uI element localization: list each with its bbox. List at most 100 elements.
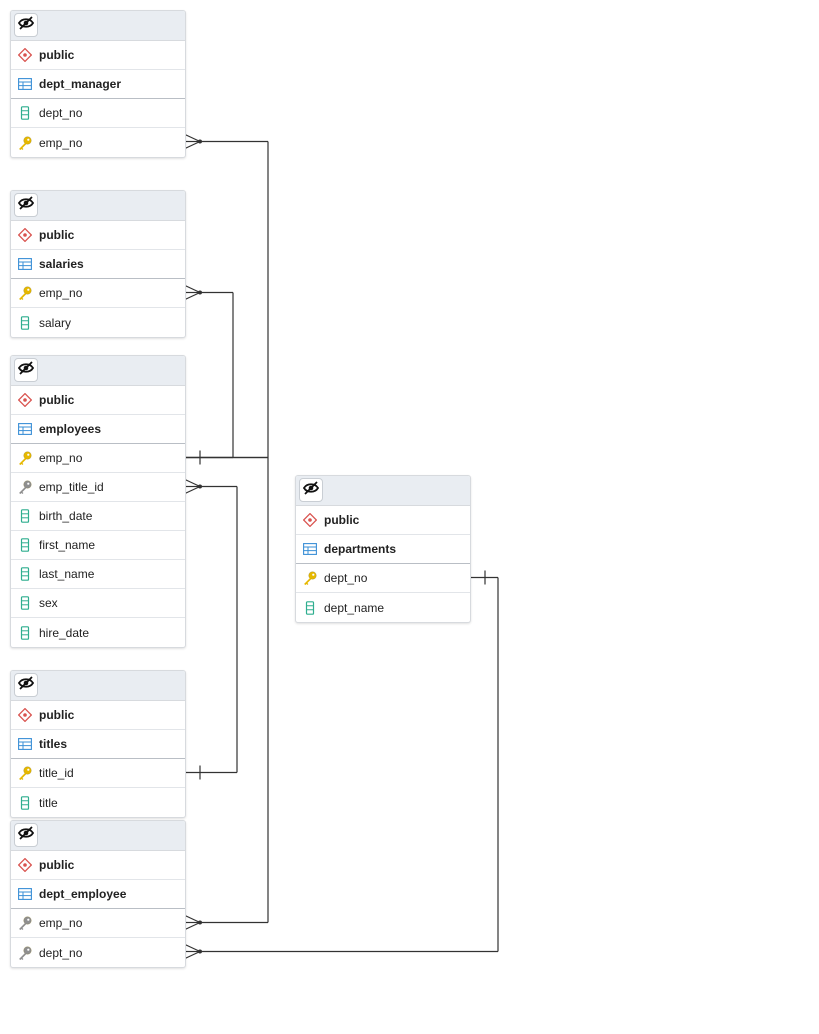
schema-icon bbox=[296, 513, 324, 527]
schema-name: public bbox=[39, 228, 75, 242]
table-name-row: employees bbox=[11, 415, 185, 444]
toggle-visibility-button[interactable] bbox=[14, 673, 38, 697]
column-name: first_name bbox=[39, 538, 96, 552]
table-node-departments[interactable]: public departments dept_no dept_name bbox=[295, 475, 471, 623]
many-end-marker bbox=[184, 284, 202, 301]
column-row-title_id[interactable]: title_id bbox=[11, 759, 185, 788]
schema-name: public bbox=[39, 48, 75, 62]
primary-key-icon bbox=[11, 285, 39, 301]
eye-off-icon bbox=[17, 825, 35, 845]
toggle-visibility-button[interactable] bbox=[14, 823, 38, 847]
column-name: dept_no bbox=[324, 571, 368, 585]
schema-name: public bbox=[39, 858, 75, 872]
column-name: emp_no bbox=[39, 916, 83, 930]
column-name: title bbox=[39, 795, 58, 810]
schema-icon bbox=[11, 228, 39, 242]
column-icon bbox=[11, 625, 39, 640]
many-end-marker bbox=[184, 914, 202, 931]
primary-key-icon bbox=[11, 765, 39, 781]
column-row-emp_title_id[interactable]: emp_title_id bbox=[11, 473, 185, 502]
table-name-row: dept_manager bbox=[11, 70, 185, 99]
column-row-hire_date[interactable]: hire_date bbox=[11, 618, 185, 647]
table-name: employees bbox=[39, 422, 102, 436]
many-end-marker bbox=[184, 943, 202, 960]
schema-row: public bbox=[11, 701, 185, 730]
table-icon bbox=[11, 738, 39, 750]
column-icon bbox=[11, 567, 39, 581]
table-icon bbox=[11, 888, 39, 900]
column-name: emp_no bbox=[39, 286, 83, 300]
table-icon bbox=[11, 78, 39, 90]
column-name: emp_no bbox=[39, 135, 83, 150]
table-node-dept_manager[interactable]: public dept_manager dept_no emp_no bbox=[10, 10, 186, 158]
table-icon bbox=[11, 423, 39, 435]
column-row-last_name[interactable]: last_name bbox=[11, 560, 185, 589]
toggle-visibility-button[interactable] bbox=[14, 13, 38, 37]
column-icon bbox=[11, 596, 39, 610]
toggle-visibility-button[interactable] bbox=[299, 478, 323, 502]
schema-icon bbox=[11, 393, 39, 407]
column-row-emp_no[interactable]: emp_no bbox=[11, 444, 185, 473]
column-icon bbox=[11, 795, 39, 810]
eye-off-icon bbox=[17, 360, 35, 380]
many-end-marker bbox=[184, 133, 202, 150]
eye-off-icon bbox=[302, 480, 320, 500]
table-node-dept_employee[interactable]: public dept_employee emp_no dept_no bbox=[10, 820, 186, 968]
column-name: dept_no bbox=[39, 945, 83, 960]
schema-row: public bbox=[11, 386, 185, 415]
foreign-key-icon bbox=[11, 479, 39, 495]
column-icon bbox=[11, 509, 39, 523]
table-node-employees[interactable]: public employees emp_no emp_title_id birth_d… bbox=[10, 355, 186, 648]
schema-row: public bbox=[11, 221, 185, 250]
foreign-key-icon bbox=[11, 915, 39, 931]
column-row-dept_no[interactable]: dept_no bbox=[296, 564, 470, 593]
schema-name: public bbox=[324, 513, 360, 527]
column-row-emp_no[interactable]: emp_no bbox=[11, 128, 185, 157]
column-name: hire_date bbox=[39, 625, 90, 640]
column-name: emp_title_id bbox=[39, 480, 104, 494]
table-name-row: dept_employee bbox=[11, 880, 185, 909]
schema-icon bbox=[11, 708, 39, 722]
primary-key-icon bbox=[11, 135, 39, 151]
table-header bbox=[11, 671, 185, 701]
many-end-marker bbox=[184, 478, 202, 495]
column-row-first_name[interactable]: first_name bbox=[11, 531, 185, 560]
primary-key-icon bbox=[296, 570, 324, 586]
toggle-visibility-button[interactable] bbox=[14, 193, 38, 217]
column-row-title[interactable]: title bbox=[11, 788, 185, 817]
toggle-visibility-button[interactable] bbox=[14, 358, 38, 382]
table-header bbox=[296, 476, 470, 506]
column-icon bbox=[11, 106, 39, 120]
column-name: emp_no bbox=[39, 451, 83, 465]
table-icon bbox=[296, 543, 324, 555]
column-name: birth_date bbox=[39, 509, 93, 523]
schema-name: public bbox=[39, 708, 75, 722]
column-name: dept_no bbox=[39, 106, 83, 120]
column-row-emp_no[interactable]: emp_no bbox=[11, 279, 185, 308]
schema-row: public bbox=[11, 41, 185, 70]
column-name: last_name bbox=[39, 567, 95, 581]
schema-icon bbox=[11, 48, 39, 62]
eye-off-icon bbox=[17, 675, 35, 695]
table-name: departments bbox=[324, 542, 397, 556]
foreign-key-icon bbox=[11, 945, 39, 961]
table-name: dept_manager bbox=[39, 77, 122, 91]
column-row-dept_no[interactable]: dept_no bbox=[11, 938, 185, 967]
schema-row: public bbox=[296, 506, 470, 535]
column-row-sex[interactable]: sex bbox=[11, 589, 185, 618]
schema-name: public bbox=[39, 393, 75, 407]
column-row-salary[interactable]: salary bbox=[11, 308, 185, 337]
column-row-birth_date[interactable]: birth_date bbox=[11, 502, 185, 531]
table-name: salaries bbox=[39, 257, 84, 271]
table-header bbox=[11, 11, 185, 41]
column-row-dept_name[interactable]: dept_name bbox=[296, 593, 470, 622]
table-icon bbox=[11, 258, 39, 270]
column-row-emp_no[interactable]: emp_no bbox=[11, 909, 185, 938]
column-name: dept_name bbox=[324, 600, 385, 615]
column-row-dept_no[interactable]: dept_no bbox=[11, 99, 185, 128]
table-name: dept_employee bbox=[39, 887, 127, 901]
column-name: title_id bbox=[39, 766, 74, 780]
